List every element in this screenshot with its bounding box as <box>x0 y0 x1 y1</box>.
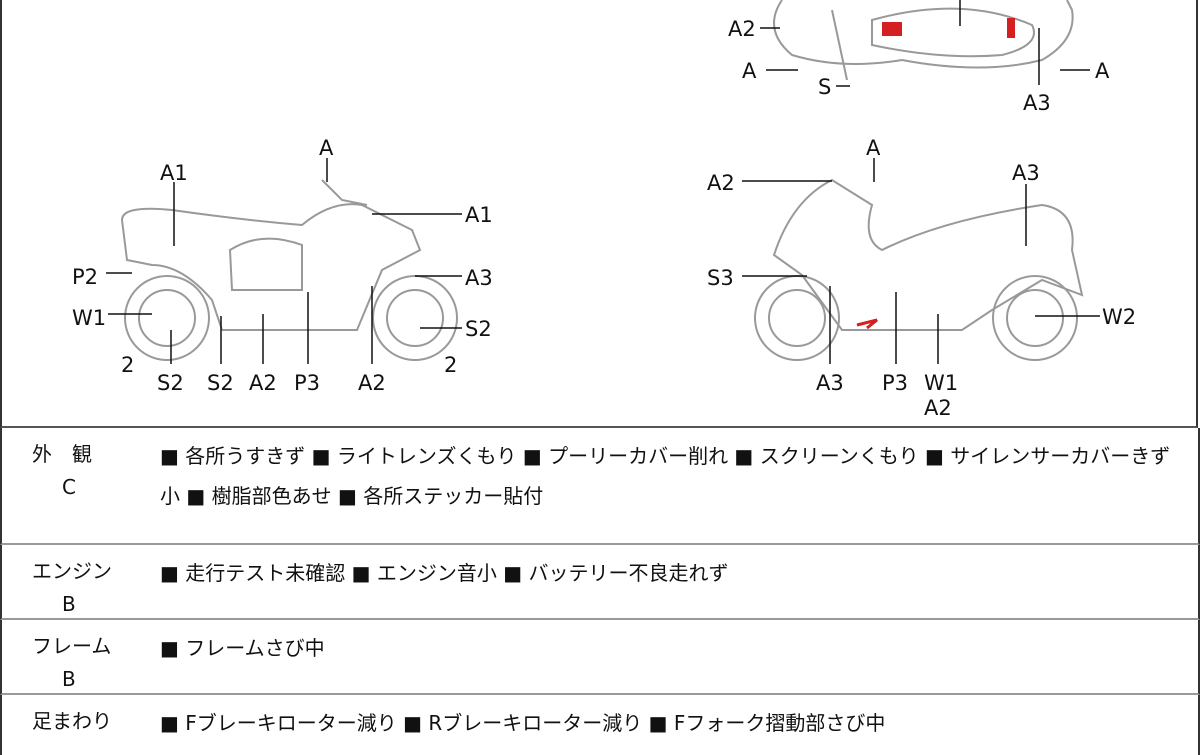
top-view-outline <box>773 0 1074 81</box>
label: A3 <box>465 266 493 290</box>
label: P3 <box>882 371 908 395</box>
right-view-labels: A A2 A3 S3 W2 A3 P3 W1 A2 <box>707 136 1136 420</box>
damage-diagram: A2 A S A3 A A1 A A1 P2 A3 W1 S2 2 <box>0 0 1198 428</box>
label: A1 <box>160 161 188 185</box>
category: 外 観 C <box>32 438 122 504</box>
grade: B <box>62 667 76 691</box>
label: A2 <box>358 371 386 395</box>
category: 足まわり <box>32 705 122 738</box>
row-frame: フレーム B ■ フレームさび中 <box>0 620 1200 695</box>
category-label: 足まわり <box>32 709 112 733</box>
row-engine: エンジン B ■ 走行テスト未確認 ■ エンジン音小 ■ バッテリー不良走れず <box>0 545 1200 620</box>
label: A <box>742 59 757 83</box>
condition-notes: ■ フレームさび中 <box>160 636 325 660</box>
label: A <box>319 136 334 160</box>
label: A2 <box>249 371 277 395</box>
condition-notes: ■ 各所うすきず ■ ライトレンズくもり ■ プーリーカバー削れ ■ スクリーン… <box>160 444 1171 508</box>
label: W1 <box>72 306 106 330</box>
left-view-outline <box>120 179 458 361</box>
label: A <box>1095 59 1110 83</box>
label: A2 <box>924 396 952 420</box>
row-exterior: 外 観 C ■ 各所うすきず ■ ライトレンズくもり ■ プーリーカバー削れ ■ … <box>0 428 1200 545</box>
scooter-diagram: A2 A S A3 A A1 A A1 P2 A3 W1 S2 2 <box>72 0 1136 420</box>
row-suspension: 足まわり ■ Fブレーキローター減り ■ Rブレーキローター減り ■ Fフォーク… <box>0 695 1200 755</box>
label: S2 <box>465 317 492 341</box>
condition-notes: ■ Fブレーキローター減り ■ Rブレーキローター減り ■ Fフォーク摺動部さび… <box>160 711 886 735</box>
label: A1 <box>465 203 493 227</box>
category-label: フレーム <box>32 634 112 658</box>
category: フレーム B <box>32 630 122 696</box>
label: A3 <box>1012 161 1040 185</box>
label: A3 <box>816 371 844 395</box>
category: エンジン B <box>32 555 122 621</box>
label: A3 <box>1023 91 1051 115</box>
top-view-labels: A2 A S A3 A <box>728 17 1110 115</box>
right-view-outline <box>754 178 1084 361</box>
label: P2 <box>72 265 98 289</box>
category-label: エンジン <box>32 559 112 583</box>
label: 2 <box>121 353 134 377</box>
label: S2 <box>157 371 184 395</box>
right-view-mark <box>856 318 878 330</box>
label: W2 <box>1102 305 1136 329</box>
grade: B <box>62 592 76 616</box>
category-label: 外 観 <box>32 442 92 466</box>
label: S3 <box>707 266 734 290</box>
condition-notes: ■ 走行テスト未確認 ■ エンジン音小 ■ バッテリー不良走れず <box>160 561 729 585</box>
grade: C <box>62 475 76 499</box>
label: S2 <box>207 371 234 395</box>
label: S <box>818 75 831 99</box>
top-view-marks <box>882 18 1015 38</box>
label: W1 <box>924 371 958 395</box>
label: P3 <box>294 371 320 395</box>
label: A2 <box>707 171 735 195</box>
label: 2 <box>444 353 457 377</box>
label: A <box>866 136 881 160</box>
label: A2 <box>728 17 756 41</box>
left-view-labels: A1 A A1 P2 A3 W1 S2 2 2 S2 S2 A2 P3 A2 <box>72 136 493 395</box>
